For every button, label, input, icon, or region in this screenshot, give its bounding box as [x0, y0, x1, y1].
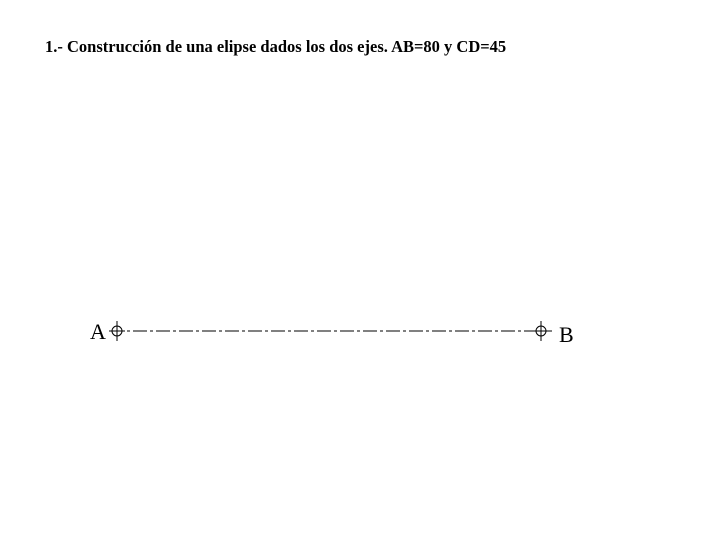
point-b-marker — [533, 321, 549, 341]
point-b-label: B — [559, 322, 574, 347]
slide-title: 1.- Construcción de una elipse dados los… — [45, 37, 507, 56]
point-a-marker — [109, 321, 125, 341]
point-a-label: A — [90, 319, 106, 344]
